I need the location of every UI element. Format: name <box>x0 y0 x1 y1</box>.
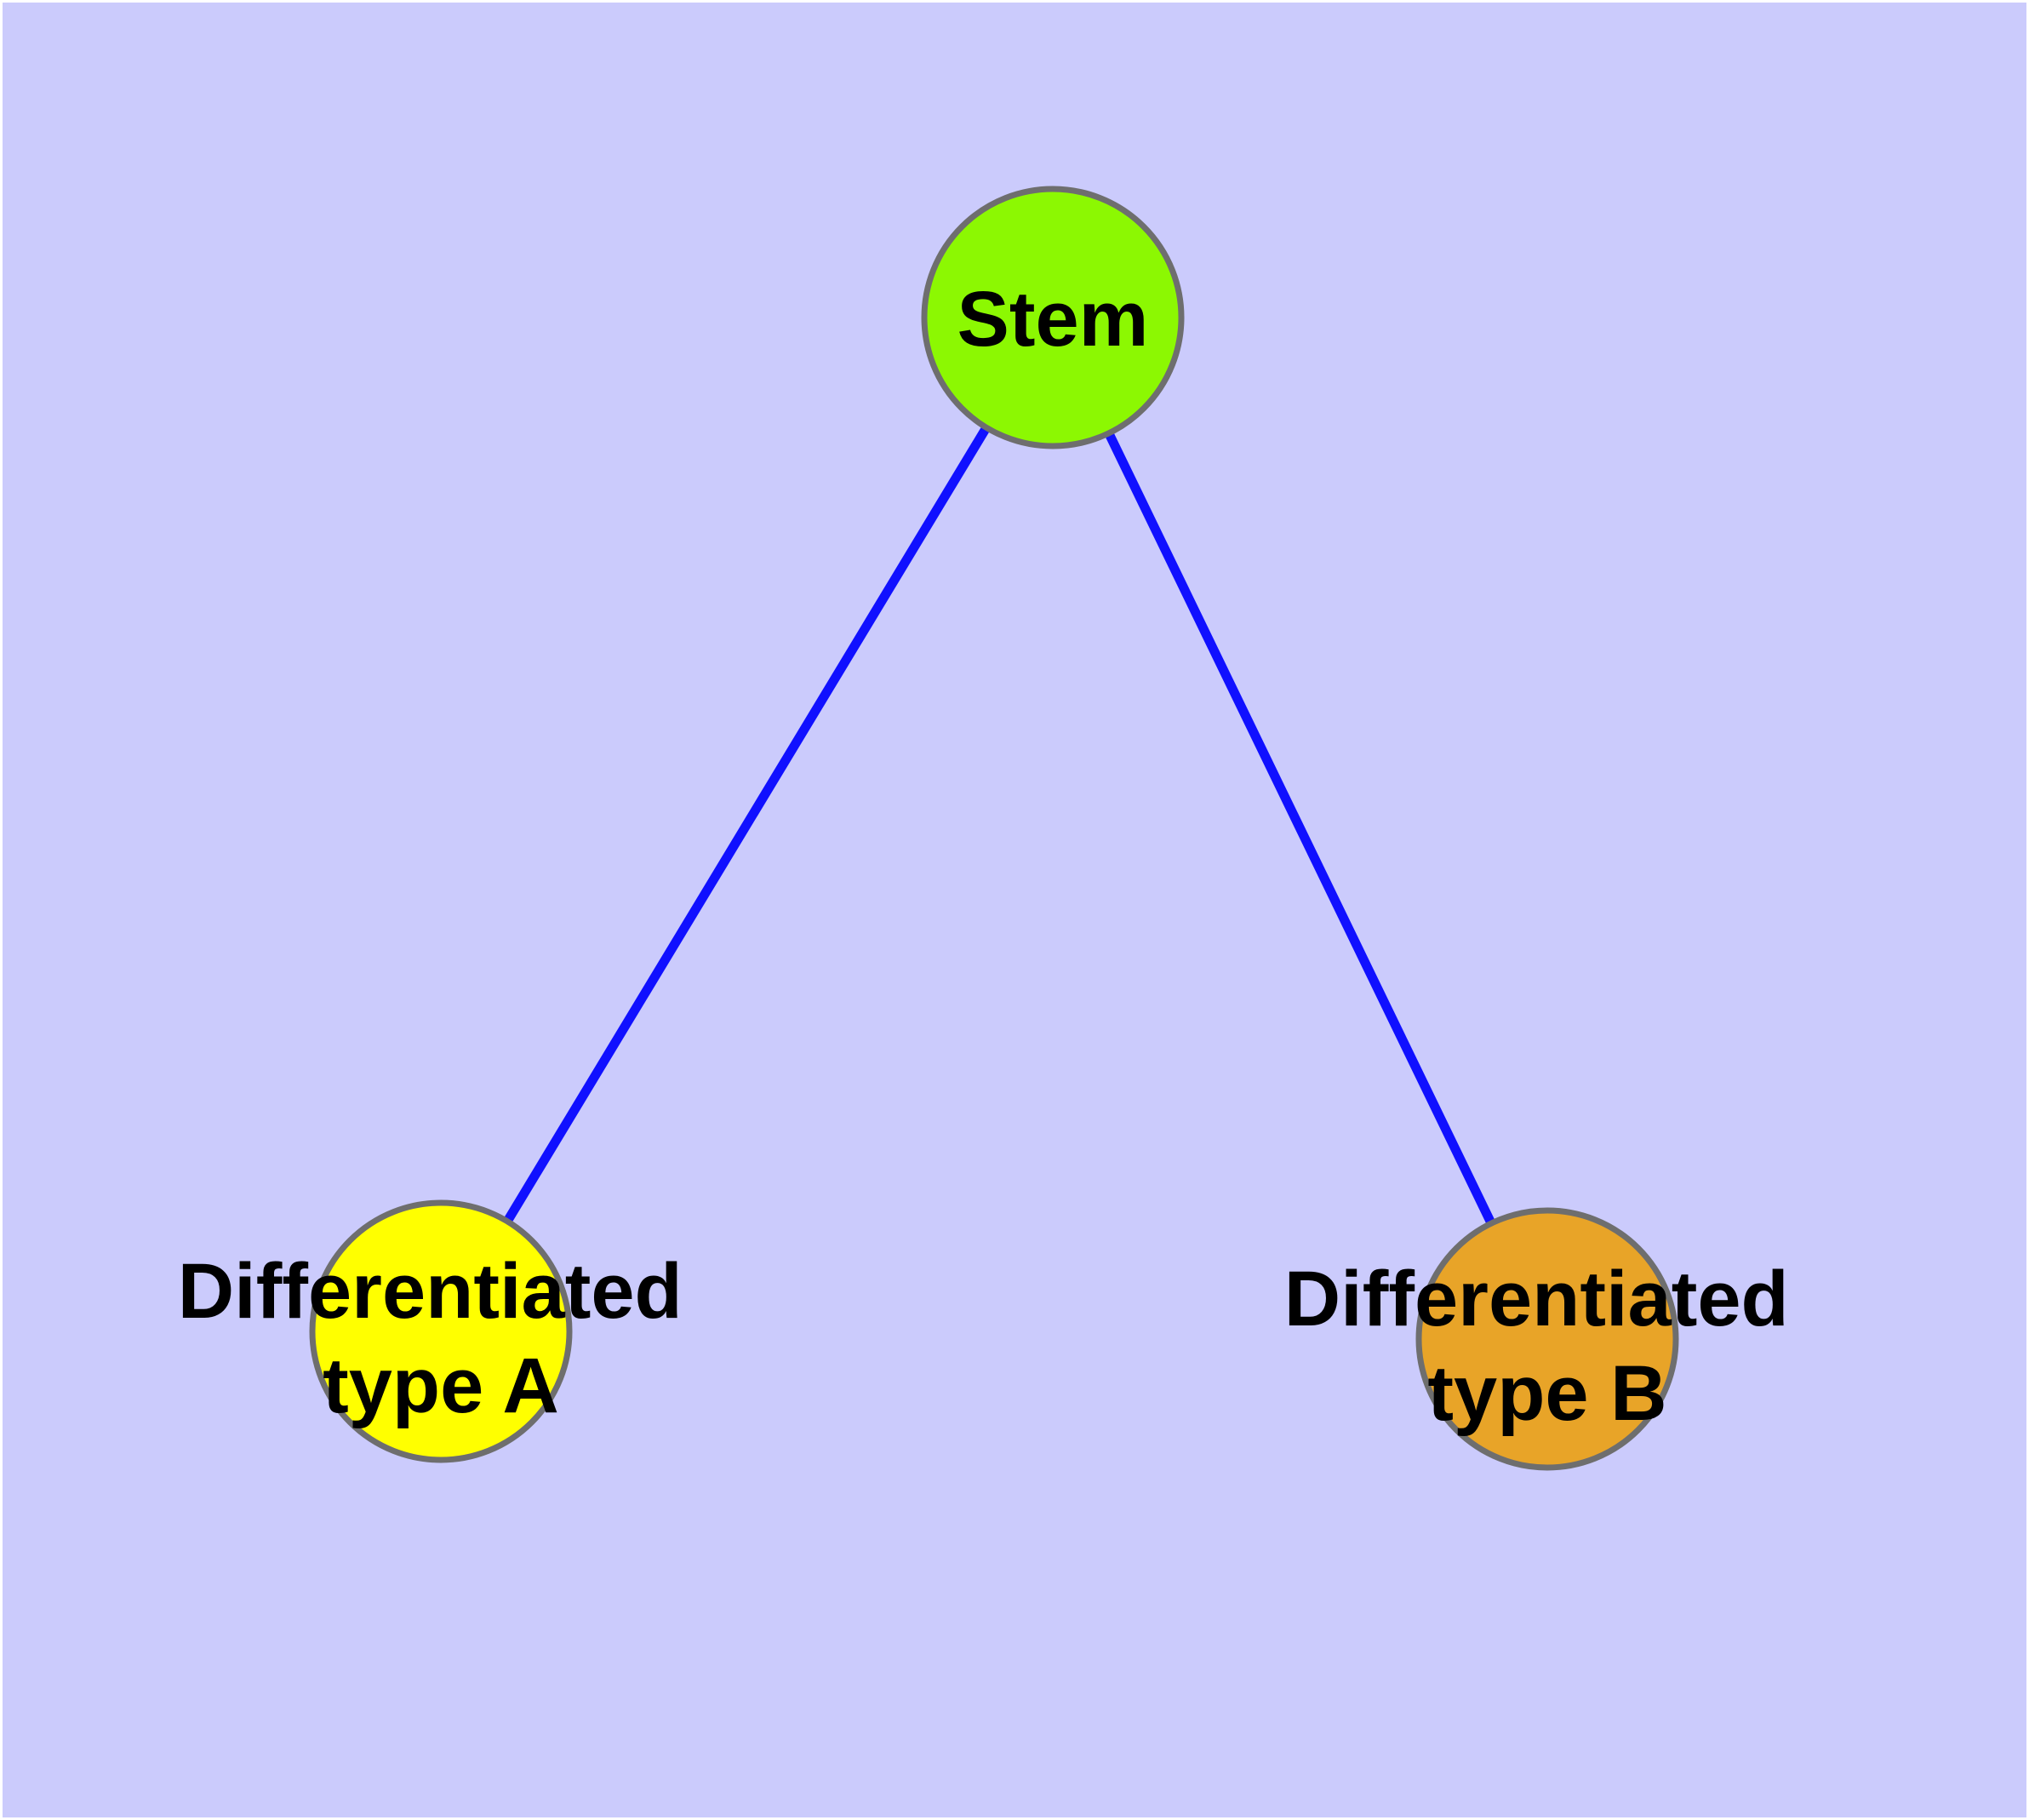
type-b-node-circle <box>1415 1207 1679 1471</box>
type-a-node-circle <box>309 1199 573 1463</box>
type-a-label-line-2: type A <box>323 1342 559 1429</box>
edge-stem-to-type-a <box>437 315 1057 1334</box>
type-b-label-line-2: type B <box>1427 1350 1666 1437</box>
type-a-node-label: Differentiated type A <box>178 1248 705 1429</box>
type-b-label-line-1: Differentiated <box>1284 1256 1789 1342</box>
stem-node-label: Stem <box>957 276 1149 363</box>
edge-stem-to-type-b <box>1049 315 1552 1342</box>
type-b-node-label: Differentiated type B <box>1284 1256 1811 1437</box>
type-a-label-line-1: Differentiated <box>178 1248 683 1335</box>
stem-node-circle <box>921 186 1185 449</box>
